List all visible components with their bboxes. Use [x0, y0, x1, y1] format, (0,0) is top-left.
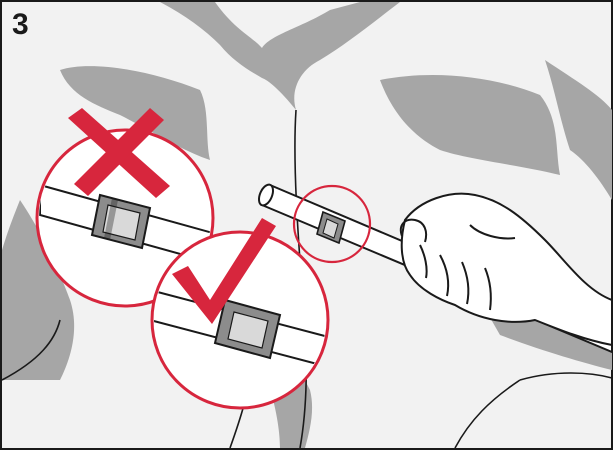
step-number: 3: [12, 10, 29, 40]
